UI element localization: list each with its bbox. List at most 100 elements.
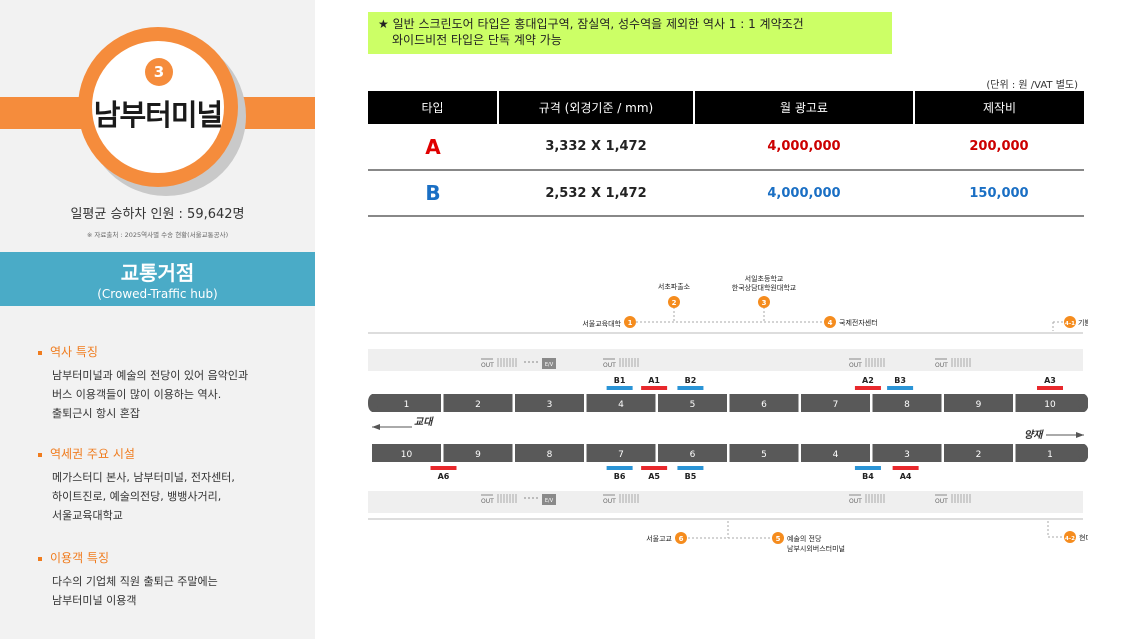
platform-door-top xyxy=(658,394,727,412)
ad-slot-label: B6 xyxy=(614,472,626,481)
section-line: 다수의 기업체 직원 출퇴근 주말에는 xyxy=(52,575,218,588)
bullet-icon xyxy=(38,556,42,561)
ad-slot-label: A4 xyxy=(900,472,912,481)
exit-number: 2 xyxy=(672,299,677,307)
exit-number: 4-2 xyxy=(1065,536,1075,542)
exit-number: 4-1 xyxy=(1065,321,1075,327)
out-label: OUT xyxy=(849,498,862,505)
door-number: 3 xyxy=(547,400,553,410)
unit-note: (단위 : 원 /VAT 별도) xyxy=(986,80,1078,91)
door-number: 10 xyxy=(1044,400,1056,410)
door-number: 7 xyxy=(833,400,839,410)
exit-marker-icon xyxy=(675,532,687,544)
ad-slot-label: A1 xyxy=(648,376,660,385)
station-name: 남부터미널 xyxy=(93,98,223,132)
door-number: 9 xyxy=(976,400,982,410)
platform-end-cap xyxy=(368,394,378,412)
out-label: OUT xyxy=(849,362,862,369)
platform-door-top xyxy=(1015,394,1085,412)
platform-door-top xyxy=(729,394,799,412)
table-row: A 3,332 X 1,472 4,000,000 200,000 xyxy=(368,124,1084,171)
out-label: OUT xyxy=(935,362,948,369)
cell-production: 200,000 xyxy=(914,124,1084,171)
cell-monthly: 4,000,000 xyxy=(694,124,914,171)
platform-door-top xyxy=(372,394,441,412)
section-line: 남부터미널과 예술의 전당이 있어 음악인과 xyxy=(52,369,249,382)
door-number: 1 xyxy=(404,400,410,410)
platform-door-bottom xyxy=(658,444,727,462)
cell-type: A xyxy=(368,124,498,171)
section-title: 역사 특징 xyxy=(38,343,308,360)
section-nearby-facilities: 역세권 주요 시설 메가스터디 본사, 남부터미널, 전자센터, 하이트진로, … xyxy=(38,445,308,525)
cell-monthly: 4,000,000 xyxy=(694,170,914,217)
platform-door-bottom xyxy=(944,444,1013,462)
door-number: 9 xyxy=(475,450,481,460)
out-label: OUT xyxy=(481,498,494,505)
ad-slot-b5 xyxy=(677,466,704,470)
ad-slot-label: B5 xyxy=(685,472,697,481)
exit-label-3b: 한국상담대학원대학교 xyxy=(732,283,797,292)
door-number: 4 xyxy=(833,450,839,460)
platform-band-top xyxy=(368,349,1083,371)
ad-slot-b2 xyxy=(677,386,704,390)
exit-label-4: 국제전자센터 xyxy=(839,318,878,327)
exit-label-2: 서초파출소 xyxy=(658,282,691,291)
elevator-icon xyxy=(542,358,556,369)
hub-title: 교통거점 xyxy=(120,261,195,285)
section-line: 하이트진로, 예술의전당, 뱅뱅사거리, xyxy=(52,490,222,503)
hub-banner: 교통거점 (Crowed-Traffic hub) xyxy=(0,252,315,306)
door-number: 6 xyxy=(690,450,696,460)
door-number: 2 xyxy=(475,400,481,410)
ad-slot-label: A6 xyxy=(438,472,450,481)
exit-number: 3 xyxy=(762,299,767,307)
ad-slot-label: B1 xyxy=(614,376,626,385)
platform-door-bottom xyxy=(1015,444,1085,462)
direction-label-left: 교대 xyxy=(414,416,434,428)
ad-slot-a3 xyxy=(1037,386,1063,390)
header-type: 타입 xyxy=(368,91,498,124)
exit-number: 5 xyxy=(776,535,781,543)
notice-line-1: ★ 일반 스크린도어 타입은 홍대입구역, 잠실역, 성수역을 제외한 역사 1… xyxy=(378,17,804,31)
arrow-right-icon xyxy=(1076,432,1084,438)
ad-slot-a4 xyxy=(892,466,919,470)
platform-door-bottom xyxy=(729,444,799,462)
cell-size: 2,532 X 1,472 xyxy=(498,170,694,217)
cell-size: 3,332 X 1,472 xyxy=(498,124,694,171)
exit-number: 1 xyxy=(628,319,633,327)
bullet-icon xyxy=(38,350,42,355)
arrow-left-icon xyxy=(372,424,380,430)
platform-door-bottom xyxy=(872,444,942,462)
ad-slot-b1 xyxy=(606,386,633,390)
ad-slot-a5 xyxy=(641,466,668,470)
header-size: 규격 (외경기준 / mm) xyxy=(497,91,694,124)
table-row: B 2,532 X 1,472 4,000,000 150,000 xyxy=(368,170,1084,217)
door-number: 5 xyxy=(690,400,696,410)
exit-marker-icon xyxy=(824,316,836,328)
door-number: 8 xyxy=(904,400,910,410)
bullet-icon xyxy=(38,452,42,457)
section-title: 역세권 주요 시설 xyxy=(38,445,308,462)
platform-door-bottom xyxy=(515,444,584,462)
ridership-text: 일평균 승하차 인원 : 59,642명 xyxy=(70,207,245,222)
station-info-panel: 3 남부터미널 일평균 승하차 인원 : 59,642명 ※ 자료출처 : 20… xyxy=(0,0,315,639)
ad-slot-label: B3 xyxy=(894,376,906,385)
exit-label-1: 서울교육대학 xyxy=(582,319,621,328)
ad-slot-b6 xyxy=(606,466,633,470)
cell-production: 150,000 xyxy=(914,170,1084,217)
door-number: 2 xyxy=(976,450,982,460)
platform-door-top xyxy=(872,394,942,412)
exit-marker-icon xyxy=(772,532,784,544)
exit-label-6: 서울고교 xyxy=(646,534,672,543)
station-number-badge: 3 xyxy=(145,58,173,86)
ad-slot-label: A3 xyxy=(1044,376,1056,385)
platform-door-bottom xyxy=(586,444,656,462)
exit-number: 4 xyxy=(828,319,833,327)
door-number: 3 xyxy=(904,450,910,460)
platform-door-top xyxy=(443,394,513,412)
cell-type: B xyxy=(368,170,498,217)
platform-end-cap xyxy=(1078,444,1088,462)
section-line: 출퇴근시 항시 혼잡 xyxy=(52,407,140,420)
ad-slot-b4 xyxy=(854,466,881,470)
